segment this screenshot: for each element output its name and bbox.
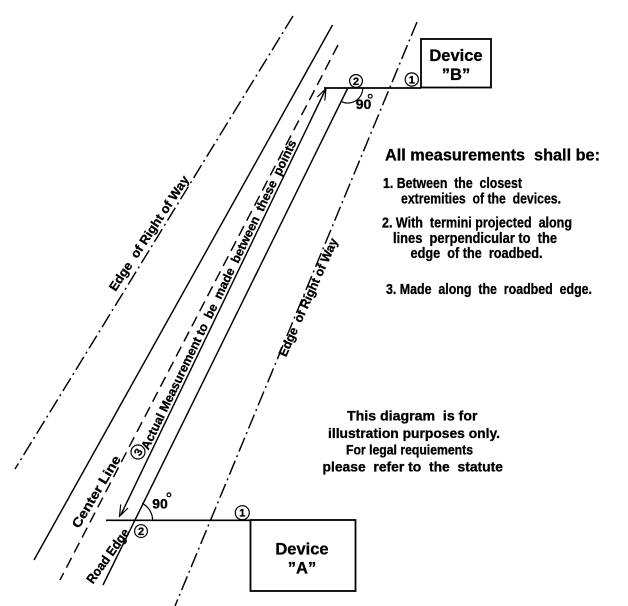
svg-text:90: 90 xyxy=(356,96,372,112)
svg-text:extremities of the devices.: extremities of the devices. xyxy=(401,191,561,208)
svg-text:”A”: ”A” xyxy=(288,560,316,578)
svg-text:edge of the roadbed.: edge of the roadbed. xyxy=(411,245,543,262)
svg-text:please refer to the statute: please refer to the statute xyxy=(323,458,504,474)
svg-text:3: 3 xyxy=(132,447,145,458)
svg-text:This diagram is for: This diagram is for xyxy=(347,408,478,424)
svg-text:Device: Device xyxy=(429,47,482,65)
svg-text:1. Between the closest: 1. Between the closest xyxy=(383,175,522,192)
svg-text:90: 90 xyxy=(152,496,168,512)
svg-text:For legal requiements: For legal requiements xyxy=(346,442,473,458)
svg-text:illustration purposes only.: illustration purposes only. xyxy=(328,425,500,441)
svg-text:1: 1 xyxy=(409,75,415,87)
svg-text:Device: Device xyxy=(275,541,328,559)
svg-text:All measurements shall be:: All measurements shall be: xyxy=(385,146,600,165)
svg-text:2: 2 xyxy=(138,526,144,538)
svg-text:2. With termini projected al: 2. With termini projected along xyxy=(382,215,572,232)
svg-text:”B”: ”B” xyxy=(442,66,470,84)
svg-text:3. Made along the roadbed: 3. Made along the roadbed edge. xyxy=(386,281,592,298)
svg-text:lines perpendicular to the: lines perpendicular to the xyxy=(393,230,557,247)
svg-text:1: 1 xyxy=(239,508,245,520)
svg-text:2: 2 xyxy=(353,76,359,88)
